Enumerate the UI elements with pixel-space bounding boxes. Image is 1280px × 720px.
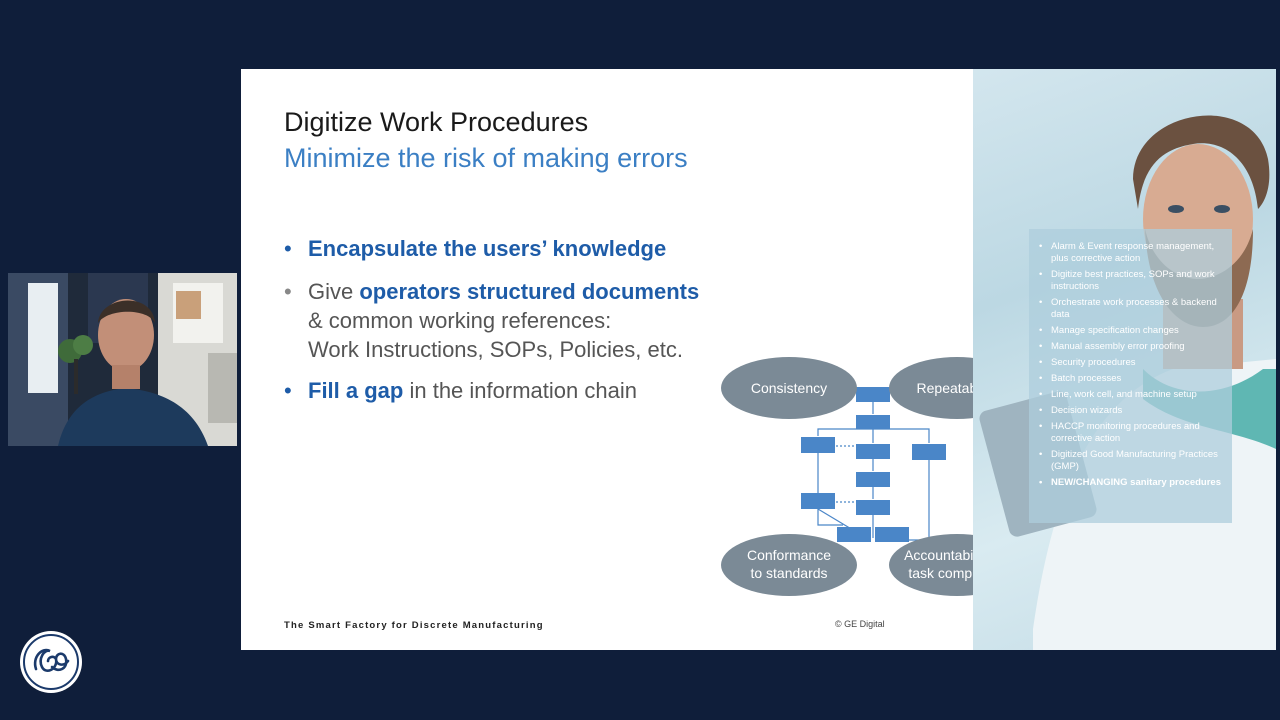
presenter-webcam <box>8 273 237 446</box>
bullet-text-emphasis: operators structured documents <box>359 279 700 304</box>
feature-list: Alarm & Event response management, plus … <box>1029 241 1232 489</box>
bullet-dot-icon: • <box>284 279 292 304</box>
slide-title: Digitize Work Procedures <box>284 107 589 137</box>
bullet-item: • Fill a gap in the information chain <box>284 376 764 405</box>
feature-item: Batch processes <box>1039 373 1226 385</box>
feature-item: Orchestrate work processes & backend dat… <box>1039 297 1226 321</box>
flow-step-box <box>856 472 890 487</box>
flow-step-box <box>837 527 871 542</box>
feature-item: Manage specification changes <box>1039 325 1226 337</box>
conformance-label: to standards <box>750 565 827 581</box>
flow-step-box <box>856 500 890 515</box>
bullet-item: • Give operators structured documents & … <box>284 277 764 364</box>
bullet-dot-icon: • <box>284 236 292 261</box>
feature-item: Digitized Good Manufacturing Practices (… <box>1039 449 1226 473</box>
flow-step-box <box>856 444 890 459</box>
presenter-video-icon <box>8 273 237 446</box>
feature-list-box: Alarm & Event response management, plus … <box>1029 229 1232 523</box>
feature-item: Digitize best practices, SOPs and work i… <box>1039 269 1226 293</box>
slide-footer: The Smart Factory for Discrete Manufactu… <box>284 620 544 631</box>
copyright-notice: © GE Digital <box>835 619 885 629</box>
bullet-item: • Encapsulate the users’ knowledge <box>284 234 764 263</box>
photo-panel: Alarm & Event response management, plus … <box>973 69 1276 650</box>
bullet-text: in the information chain <box>403 378 637 403</box>
feature-item: Alarm & Event response management, plus … <box>1039 241 1226 265</box>
feature-item: HACCP monitoring procedures and correcti… <box>1039 421 1226 445</box>
bullet-text: & common working references: <box>308 308 612 333</box>
flow-step-box <box>856 387 890 402</box>
ge-monogram-icon <box>20 631 82 693</box>
flow-step-box <box>801 493 835 509</box>
flow-step-box <box>856 415 890 429</box>
bullet-text: Encapsulate the users’ knowledge <box>308 236 667 261</box>
presentation-slide: Digitize Work Procedures Minimize the ri… <box>241 69 1276 650</box>
bullet-dot-icon: • <box>284 378 292 403</box>
bullet-text: Give <box>308 279 360 304</box>
feature-item: Security procedures <box>1039 357 1226 369</box>
conformance-ellipse <box>721 534 857 596</box>
bullet-text-emphasis: Fill a gap <box>308 378 404 403</box>
feature-item: Manual assembly error proofing <box>1039 341 1226 353</box>
feature-item: Line, work cell, and machine setup <box>1039 389 1226 401</box>
bullet-list: • Encapsulate the users’ knowledge • Giv… <box>284 234 764 405</box>
flow-step-box <box>875 527 909 542</box>
feature-item: NEW/CHANGING sanitary procedures <box>1039 477 1226 489</box>
feature-item: Decision wizards <box>1039 405 1226 417</box>
flow-step-box <box>912 444 946 460</box>
slide-subtitle: Minimize the risk of making errors <box>284 143 688 173</box>
bullet-text: Work Instructions, SOPs, Policies, etc. <box>308 337 683 362</box>
consistency-ellipse <box>721 357 857 419</box>
conformance-label: Conformance <box>747 547 831 563</box>
consistency-label: Consistency <box>751 380 827 396</box>
flow-step-box <box>801 437 835 453</box>
